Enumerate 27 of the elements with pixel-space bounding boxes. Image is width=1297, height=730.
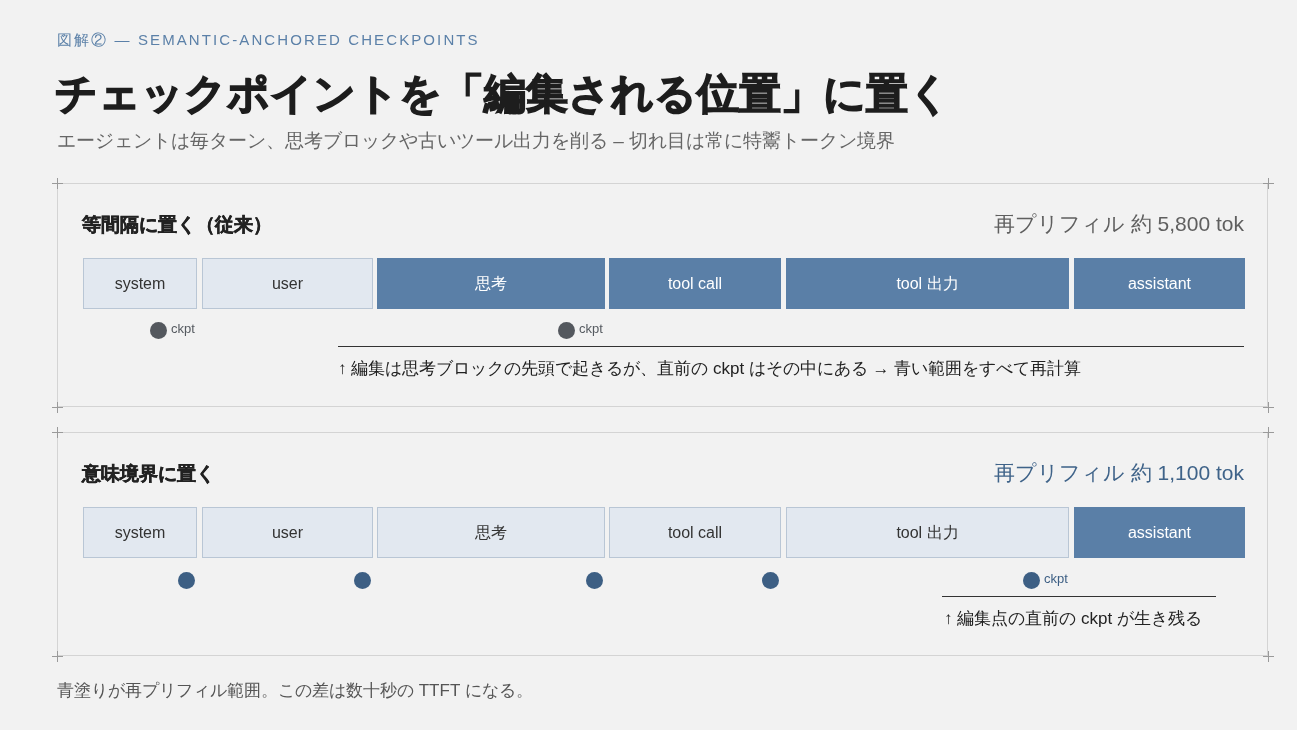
checkpoint-label: ckpt bbox=[171, 320, 195, 338]
token-segment: tool call bbox=[609, 507, 781, 558]
panel-heading: 意味境界に置く bbox=[82, 462, 215, 486]
panel-heading: 等間隔に置く（従来） bbox=[82, 213, 272, 237]
prefill-count: 再プリフィル 約 1,100 tok bbox=[993, 460, 1244, 486]
recomputed-segment: assistant bbox=[1074, 258, 1245, 309]
prefill-count: 再プリフィル 約 5,800 tok bbox=[993, 211, 1244, 237]
note-text: ↑ 編集点の直前の ckpt が生き残る bbox=[944, 608, 1202, 630]
subtitle-text: エージェントは毎ターン、思考ブロックや古いツール出力を削る – 切れ目は常に特鬻トークン境界 bbox=[57, 129, 896, 153]
recomputed-segment: tool 出力 bbox=[786, 258, 1069, 309]
token-segment: tool 出力 bbox=[786, 507, 1069, 558]
checkpoint-label: ckpt bbox=[579, 320, 603, 338]
token-segment: system bbox=[83, 258, 197, 309]
section-panel bbox=[57, 183, 1268, 407]
token-segment: user bbox=[202, 258, 373, 309]
section-panel bbox=[57, 432, 1268, 656]
token-segment: 思考 bbox=[377, 507, 605, 558]
recomputed-segment: assistant bbox=[1074, 507, 1245, 558]
caption-text: 青塗りが再プリフィル範囲。この差は数十秒の TTFT になる。 bbox=[57, 680, 533, 702]
checkpoint-label: ckpt bbox=[1044, 570, 1068, 588]
kicker-text: 図解② — SEMANTIC-ANCHORED CHECKPOINTS bbox=[57, 30, 480, 50]
token-segment: user bbox=[202, 507, 373, 558]
page-title: チェックポイントを「編集される位置」に置く bbox=[55, 69, 951, 119]
token-segment: system bbox=[83, 507, 197, 558]
recomputed-segment: 思考 bbox=[377, 258, 605, 309]
note-text: ↑ 編集は思考ブロックの先頭で起きるが、直前の ckpt はその中にある → 青い範囲をすべて再計算 bbox=[338, 358, 1082, 380]
recomputed-segment: tool call bbox=[609, 258, 781, 309]
